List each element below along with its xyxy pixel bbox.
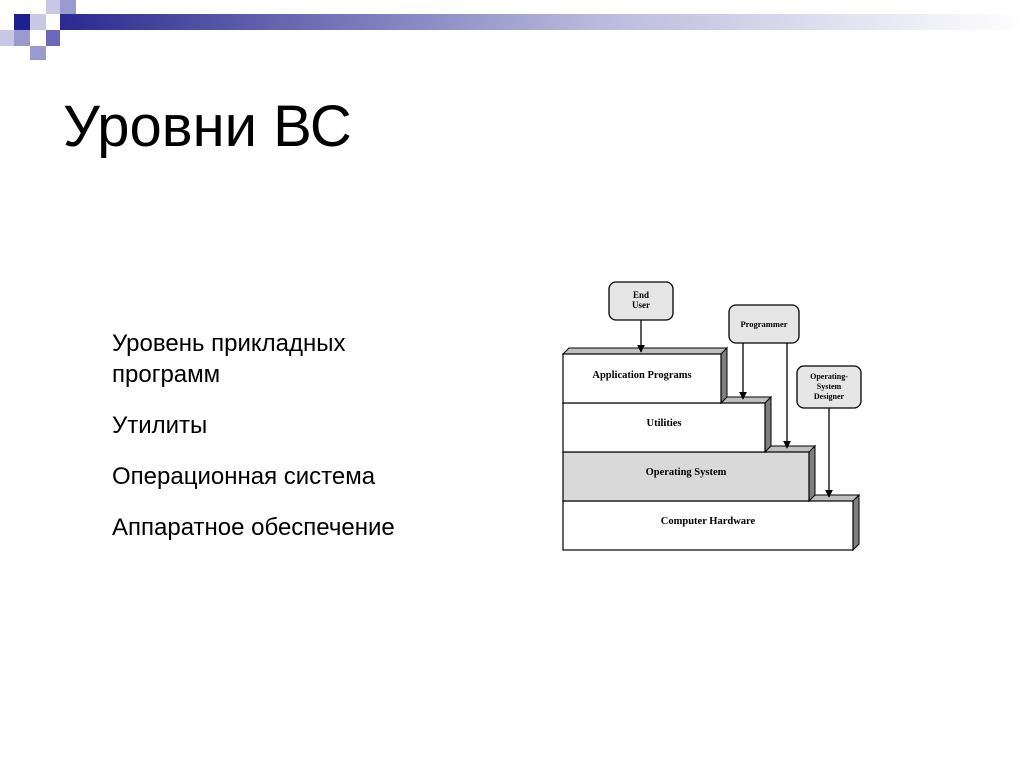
- layer-operating-system: Operating System: [561, 444, 817, 503]
- header-decoration: [0, 0, 1024, 60]
- deco-square: [30, 46, 46, 60]
- layer-label: Computer Hardware: [661, 516, 756, 527]
- layer-face: [562, 500, 854, 551]
- actor-os-designer: Operating- System Designer: [796, 365, 862, 498]
- deco-square: [14, 30, 30, 46]
- actor-end-user: End User: [608, 281, 674, 353]
- deco-square: [0, 30, 14, 46]
- deco-square: [14, 14, 30, 30]
- layer-label: Application Programs: [592, 370, 691, 381]
- bullet-operating-system: Операционная система: [112, 463, 376, 490]
- actor-box: [728, 304, 800, 344]
- layer-side-face: [764, 395, 772, 454]
- deco-square: [30, 14, 46, 30]
- actor-programmer: Programmer: [728, 304, 800, 449]
- layer-label: Utilities: [647, 418, 682, 429]
- deco-square: [60, 0, 76, 14]
- slide-title: Уровни ВС: [63, 94, 352, 159]
- layer-side-face: [852, 493, 860, 552]
- actor-label: Programmer: [740, 319, 787, 329]
- actor-label: User: [632, 300, 650, 310]
- layer-application-programs: Application Programs: [561, 346, 729, 405]
- layers-diagram: Computer Hardware Operating System Utili…: [561, 281, 862, 552]
- bullet-list: Уровень прикладных программ Утилиты Опер…: [112, 328, 442, 563]
- bullet-hardware: Аппаратное обеспечение: [112, 514, 395, 541]
- actor-label: System: [817, 382, 842, 391]
- layer-label: Operating System: [646, 467, 727, 478]
- actor-label: Operating-: [810, 372, 848, 381]
- layer-face: [562, 402, 766, 453]
- layer-utilities: Utilities: [561, 395, 773, 454]
- layer-side-face: [720, 346, 728, 405]
- layer-face: [562, 353, 722, 404]
- deco-square: [46, 30, 60, 46]
- deco-square: [46, 0, 60, 14]
- layer-computer-hardware: Computer Hardware: [561, 493, 861, 552]
- actor-label: Designer: [814, 392, 845, 401]
- bullet-application-level: Уровень прикладных программ: [112, 330, 346, 388]
- bullet-utilities: Утилиты: [112, 412, 208, 439]
- actor-label: End: [633, 290, 649, 300]
- layer-top-face: [561, 347, 729, 355]
- header-gradient-band: [60, 14, 1024, 30]
- layer-side-face: [808, 444, 816, 503]
